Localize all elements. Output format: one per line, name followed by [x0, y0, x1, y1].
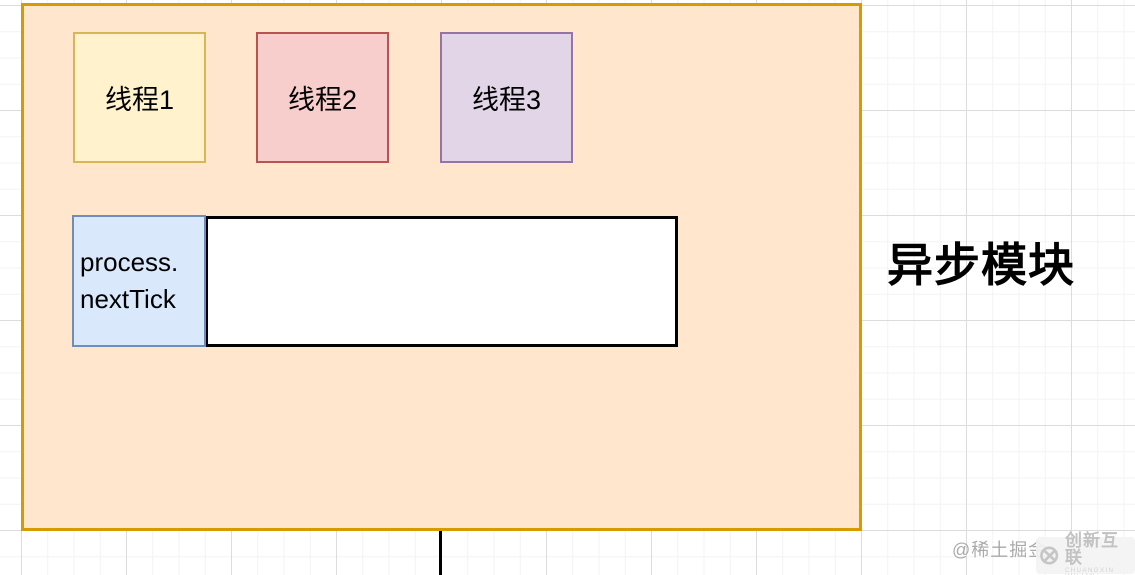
process-nexttick-box: process. nextTick: [72, 215, 206, 347]
thread-3-box: 线程3: [440, 32, 573, 163]
watermark-brand-logo: 创新互联 CHUANGXIN HULIAN: [1036, 532, 1135, 575]
brand-x-circle-icon: [1040, 546, 1059, 565]
brand-name: 创新互联: [1064, 530, 1119, 567]
connector-line: [439, 531, 442, 575]
brand-text-block: 创新互联 CHUANGXIN HULIAN: [1065, 532, 1133, 575]
task-queue-box: [205, 216, 678, 347]
brand-subtitle: CHUANGXIN HULIAN: [1064, 567, 1115, 575]
thread-1-box: 线程1: [73, 32, 206, 163]
thread-2-box: 线程2: [256, 32, 389, 163]
async-module-label: 异步模块: [887, 239, 1075, 291]
watermark-author-text: @稀土掘金: [952, 540, 1048, 560]
